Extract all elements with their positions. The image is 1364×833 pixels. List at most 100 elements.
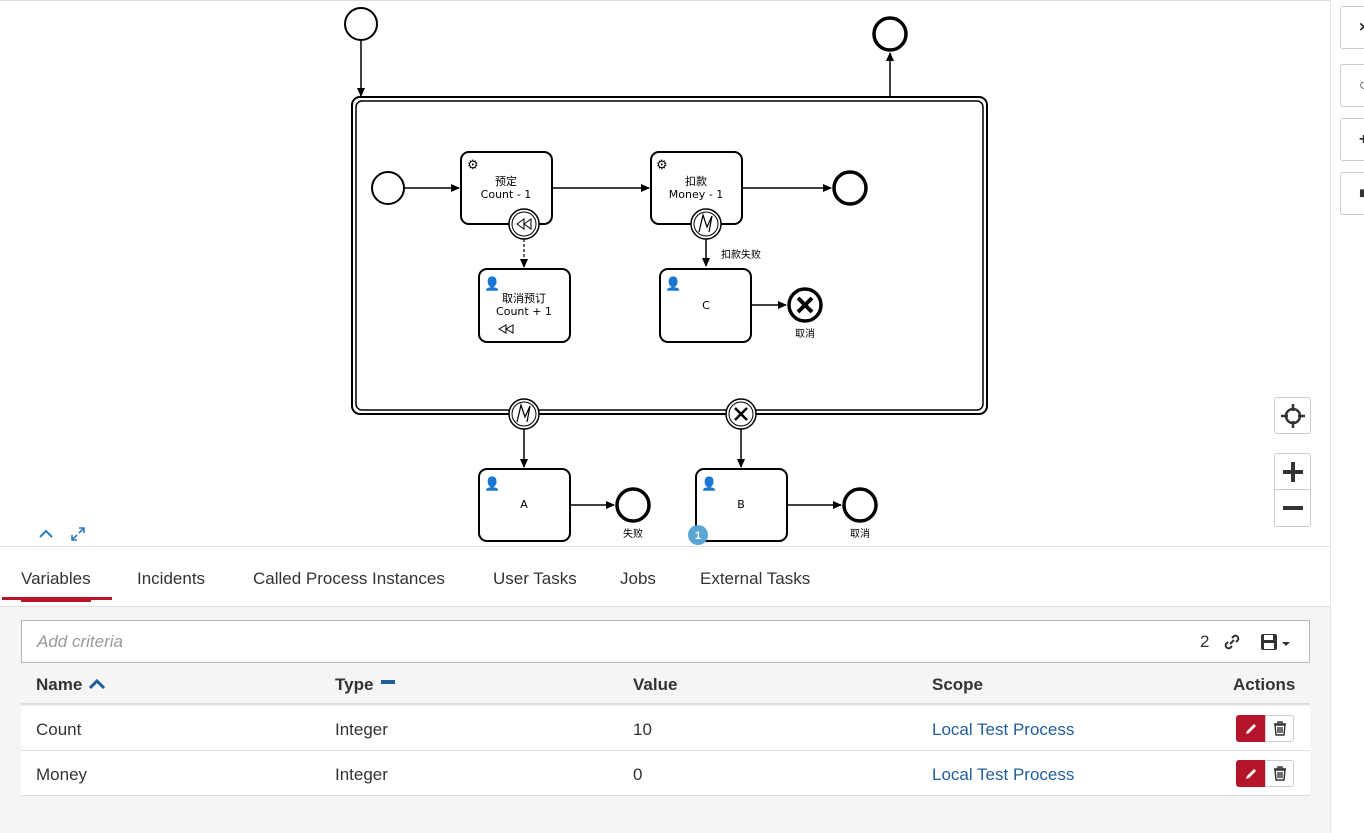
bpmn-diagram-canvas[interactable]: ⚙ 预定 Count - 1 👤 取消预订 Count + 1 ⚙ 扣款 Mon… — [0, 1, 1330, 547]
tab-external-tasks[interactable]: External Tasks — [700, 569, 811, 588]
trash-icon — [1273, 766, 1286, 781]
zoom-in-button[interactable] — [1274, 453, 1311, 490]
active-tab-indicator — [2, 597, 112, 600]
collapse-diagram-button[interactable] — [34, 522, 58, 546]
delete-variable-button[interactable] — [1265, 760, 1294, 787]
tab-variables[interactable]: Variables — [21, 569, 91, 602]
trash-icon — [1273, 721, 1286, 736]
header-name[interactable]: Name — [36, 675, 83, 694]
save-dropdown-icon[interactable] — [1260, 633, 1292, 651]
inner-end-event[interactable] — [832, 170, 868, 206]
task-debit-title: 扣款 — [685, 174, 707, 188]
zoom-out-button[interactable] — [1274, 490, 1311, 527]
cancel-end-label-bottom: 取消 — [850, 527, 870, 540]
pencil-icon — [1245, 723, 1256, 734]
cancel-end-event[interactable] — [787, 287, 823, 323]
outer-start-event[interactable] — [344, 7, 378, 41]
cell-value: 10 — [633, 720, 652, 739]
pencil-icon — [1245, 768, 1256, 779]
cell-type: Integer — [335, 720, 388, 739]
user-icon: 👤 — [665, 276, 681, 291]
outer-end-event[interactable] — [872, 16, 908, 52]
square-icon: ■ — [1359, 185, 1364, 202]
result-count: 2 — [1200, 632, 1210, 651]
gear-icon: ⚙ — [656, 157, 668, 172]
task-c[interactable]: 👤 C — [659, 268, 752, 343]
tab-jobs[interactable]: Jobs — [620, 569, 656, 588]
search-criteria-input[interactable]: Add criteria 2 — [21, 620, 1310, 663]
cell-scope-link[interactable]: Local Test Process — [932, 720, 1075, 739]
cancel-boundary-event-subprocess[interactable] — [725, 398, 757, 430]
instance-count-badge[interactable]: 1 — [688, 525, 708, 545]
task-cancel-reservation-title: 取消预订 — [502, 291, 546, 305]
compensation-marker-icon — [497, 324, 514, 334]
cell-scope-link[interactable]: Local Test Process — [932, 765, 1075, 784]
instance-count-badge-text: 1 — [695, 530, 701, 542]
cell-type: Integer — [335, 765, 388, 784]
task-cancel-reservation-subtitle: Count + 1 — [496, 305, 552, 318]
chevron-up-icon — [39, 529, 53, 538]
table-row: Count Integer 10 Local Test Process — [21, 706, 1310, 751]
plus-icon — [1282, 461, 1303, 482]
cell-name: Money — [36, 765, 88, 784]
user-icon: 👤 — [484, 276, 500, 291]
details-pane: Variables Incidents Called Process Insta… — [0, 546, 1330, 833]
sort-ascending-icon[interactable] — [89, 679, 105, 689]
error-boundary-event-debit[interactable] — [690, 208, 722, 240]
edit-variable-button[interactable] — [1236, 760, 1265, 787]
error-boundary-event-subprocess[interactable] — [508, 398, 540, 430]
sidebar-tool-3[interactable]: + — [1340, 118, 1364, 161]
compensation-boundary-event[interactable] — [508, 208, 540, 240]
task-debit[interactable]: ⚙ 扣款 Money - 1 — [650, 151, 743, 225]
task-reserve-subtitle: Count - 1 — [481, 188, 532, 201]
task-reserve-title: 预定 — [495, 174, 517, 188]
circle-icon: ○ — [1359, 77, 1364, 94]
tab-incidents[interactable]: Incidents — [137, 569, 206, 588]
sidebar-tool-2[interactable]: ○ — [1340, 64, 1364, 107]
fullscreen-button[interactable] — [66, 522, 90, 546]
transaction-subprocess[interactable] — [351, 96, 988, 415]
task-cancel-reservation[interactable]: 👤 取消预订 Count + 1 — [478, 268, 571, 343]
search-placeholder: Add criteria — [37, 632, 123, 651]
task-a-title: A — [520, 498, 528, 511]
minus-icon — [1282, 506, 1303, 510]
edit-variable-button[interactable] — [1236, 715, 1265, 742]
close-icon: × — [1359, 19, 1364, 36]
task-b[interactable]: 👤 B — [695, 468, 788, 542]
sidebar-tool-1[interactable]: × — [1340, 6, 1364, 49]
task-a[interactable]: 👤 A — [478, 468, 571, 542]
crosshair-icon — [1280, 403, 1305, 428]
tab-called-process-instances[interactable]: Called Process Instances — [253, 569, 445, 588]
task-b-title: B — [737, 498, 745, 511]
cancel-end-event-bottom[interactable] — [842, 487, 878, 523]
table-header-row: Name Type Value Scope Actions — [21, 667, 1310, 705]
fail-end-label: 失败 — [623, 527, 643, 540]
plus-icon: + — [1359, 131, 1364, 148]
task-debit-subtitle: Money - 1 — [669, 188, 723, 201]
table-row: Money Integer 0 Local Test Process — [21, 751, 1310, 796]
tab-bar: Variables Incidents Called Process Insta… — [0, 547, 1330, 607]
cancel-end-label: 取消 — [795, 327, 815, 340]
sort-none-icon[interactable] — [381, 679, 395, 685]
expand-icon — [71, 527, 85, 541]
delete-variable-button[interactable] — [1265, 715, 1294, 742]
cell-name: Count — [36, 720, 82, 739]
user-icon: 👤 — [701, 476, 717, 491]
task-reserve[interactable]: ⚙ 预定 Count - 1 — [460, 151, 553, 225]
header-type[interactable]: Type — [335, 675, 374, 694]
sidebar-tool-4[interactable]: ■ — [1340, 172, 1364, 215]
reset-zoom-button[interactable] — [1274, 397, 1311, 434]
header-actions: Actions — [1233, 675, 1296, 694]
tab-user-tasks[interactable]: User Tasks — [493, 569, 577, 588]
link-icon[interactable] — [1223, 633, 1241, 651]
gear-icon: ⚙ — [467, 157, 479, 172]
flow-label-debit-failed: 扣款失败 — [721, 248, 761, 261]
fail-end-event[interactable] — [615, 487, 651, 523]
user-icon: 👤 — [484, 476, 500, 491]
header-value[interactable]: Value — [633, 675, 678, 694]
inner-start-event[interactable] — [371, 171, 405, 205]
task-c-title: C — [702, 299, 710, 312]
cell-value: 0 — [633, 765, 643, 784]
bpmn-diagram-pane[interactable]: ⚙ 预定 Count - 1 👤 取消预订 Count + 1 ⚙ 扣款 Mon… — [0, 0, 1330, 546]
header-scope[interactable]: Scope — [932, 675, 984, 694]
